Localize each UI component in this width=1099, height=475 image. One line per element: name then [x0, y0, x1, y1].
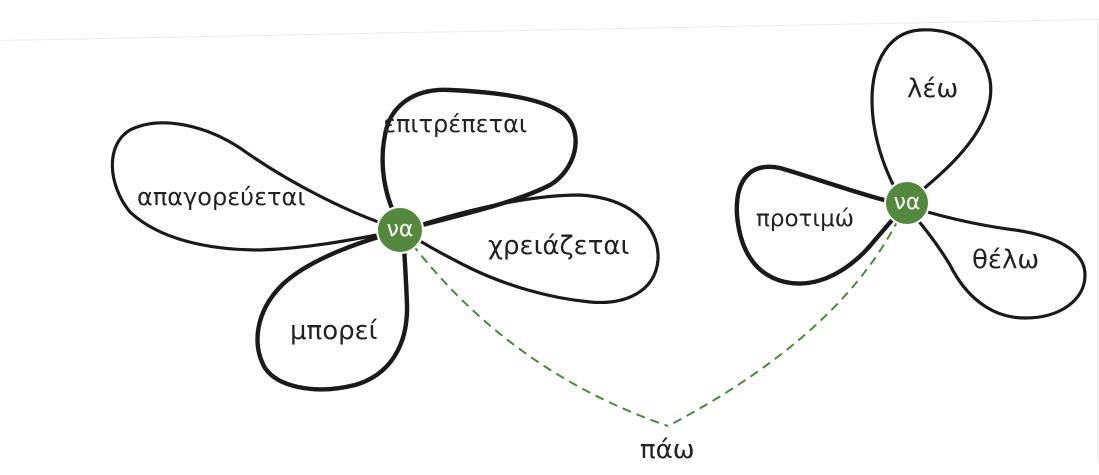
petal-label-chreiazetai: χρειάζεται — [488, 231, 630, 261]
petal-label-epitrepetai: επιτρέπεται — [383, 110, 528, 138]
petal-shape-apagoreuetai — [110, 121, 405, 252]
petal-shape-leo — [870, 28, 993, 207]
connector-line-right — [667, 204, 906, 427]
petal-shape-thelo — [903, 203, 1087, 320]
petal-shape-protimo — [734, 164, 908, 286]
petal-label-borei: μπορεί — [290, 316, 378, 346]
petal-label-leo: λέω — [907, 74, 959, 104]
petal-label-protimo: προτιμώ — [756, 206, 855, 232]
petal-shape-epitrepetai — [380, 87, 578, 233]
petal-label-apagoreuetai: απαγορεύεται — [137, 183, 306, 211]
petal-shape-chreiazetai — [401, 193, 660, 305]
petal-shape-borei — [255, 227, 410, 392]
connector-line-left — [402, 231, 669, 427]
center-badge-right: να — [884, 180, 930, 226]
connector-word: πάω — [640, 435, 695, 465]
center-badge-left: να — [376, 206, 424, 254]
petal-label-thelo: θέλω — [972, 245, 1040, 275]
